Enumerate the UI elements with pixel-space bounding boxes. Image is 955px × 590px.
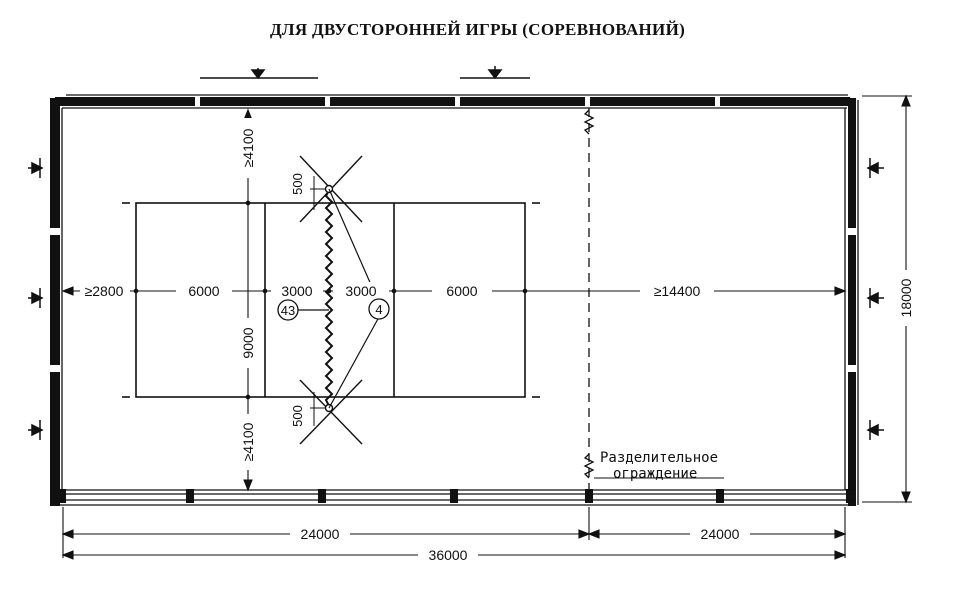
dim-hall-width: 18000 [898, 278, 914, 317]
dim-left-gap: ≥2800 [85, 283, 124, 299]
equipment-marker-43: 43 [277, 299, 299, 321]
dim-attack-left: 3000 [281, 283, 312, 299]
dim-attack-right: 3000 [345, 283, 376, 299]
svg-text:4: 4 [375, 302, 382, 317]
bottom-label-backgrounds [290, 525, 750, 564]
hall-inner-lines [55, 94, 859, 506]
dim-post-offset-bottom: 500 [290, 405, 305, 427]
dim-right-half: 6000 [446, 283, 477, 299]
dim-total-length: 36000 [429, 547, 468, 563]
centre-label-backgrounds [80, 282, 714, 300]
partition-label-line2: ограждение [613, 466, 697, 482]
equipment-marker-4: 4 [368, 298, 390, 320]
dim-court-width: 9000 [240, 327, 256, 358]
entrance-markers [28, 66, 884, 440]
net-posts [299, 155, 363, 445]
dim-left-half: 6000 [188, 283, 219, 299]
diagram-title: ДЛЯ ДВУСТОРОННЕЙ ИГРЫ (СОРЕВНОВАНИЙ) [269, 20, 686, 39]
vertical-label-backgrounds [239, 118, 257, 470]
hall-walls [50, 97, 856, 506]
dim-bottom-gap: ≥4100 [240, 422, 256, 461]
dim-left-section: 24000 [301, 526, 340, 542]
dim-top-gap: ≥4100 [240, 128, 256, 167]
dim-right-gap: ≥14400 [654, 283, 701, 299]
dim-right-section: 24000 [701, 526, 740, 542]
net-line [324, 189, 334, 407]
partition-label-line1: Разделительное [600, 450, 718, 466]
post-offset-dimensions [310, 176, 326, 426]
hall-width-label-bg [897, 270, 915, 326]
svg-text:43: 43 [281, 303, 295, 318]
partition-fence [583, 108, 724, 490]
dim-post-offset-top: 500 [290, 173, 305, 195]
